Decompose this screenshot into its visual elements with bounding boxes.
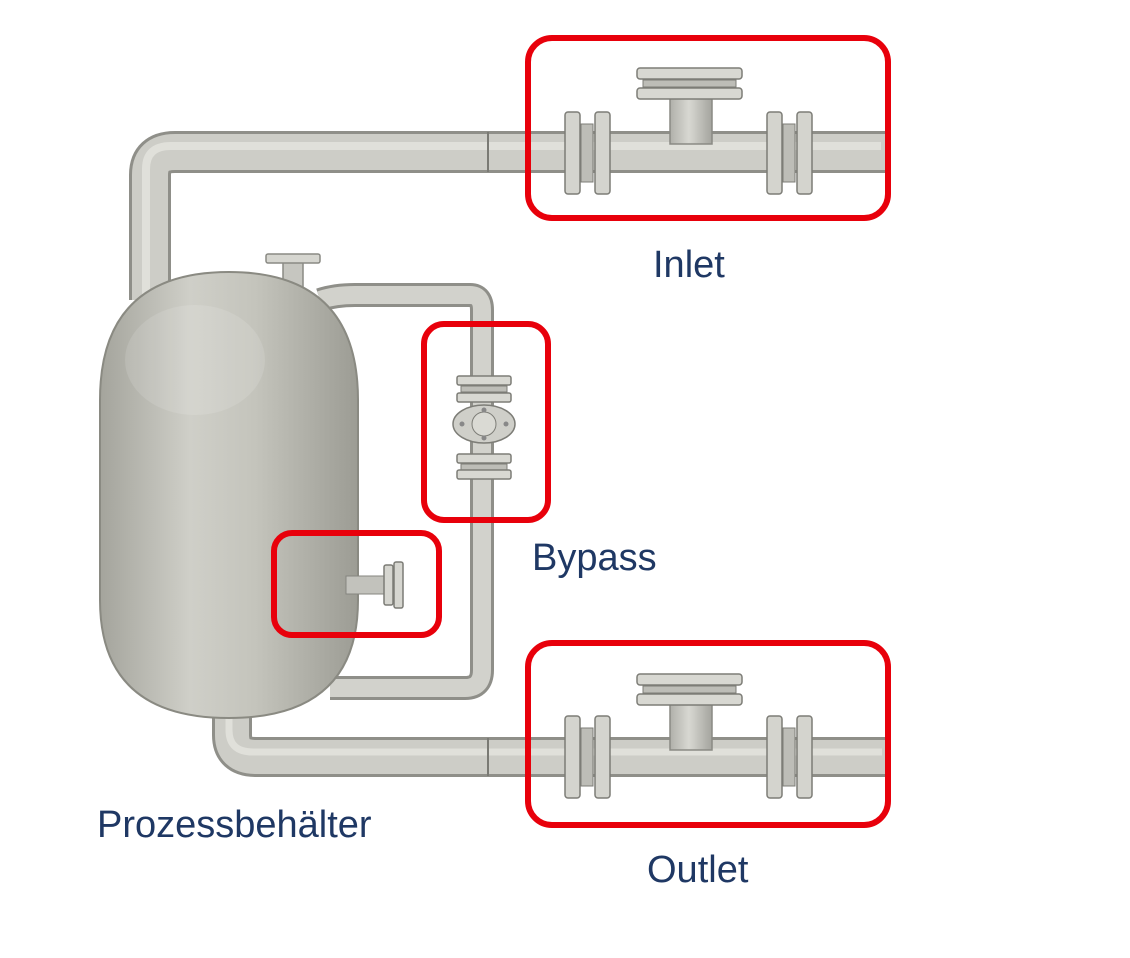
bypass-pipe xyxy=(316,283,494,700)
nozzle-highlight-box xyxy=(271,530,442,638)
inlet-highlight-box xyxy=(525,35,891,221)
outlet-label: Outlet xyxy=(647,849,749,891)
flanged-nozzle-icon xyxy=(345,561,404,609)
bypass-valve-icon xyxy=(452,375,516,480)
outlet-highlight-box xyxy=(525,640,891,828)
inlet-tee-icon xyxy=(564,67,813,195)
vessel-label: Prozessbehälter xyxy=(97,804,372,846)
bypass-highlight-box xyxy=(421,321,551,523)
outlet-pipe xyxy=(212,695,885,777)
inlet-pipe xyxy=(129,131,885,300)
process-vessel xyxy=(99,253,359,720)
bypass-label: Bypass xyxy=(532,537,657,579)
outlet-tee-icon xyxy=(564,673,813,799)
inlet-label: Inlet xyxy=(653,244,725,286)
